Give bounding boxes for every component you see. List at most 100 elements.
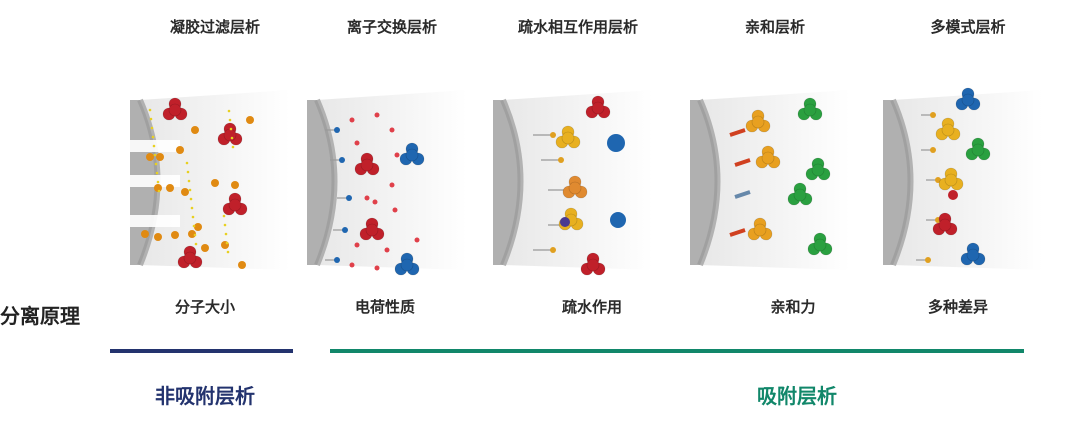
small-molecule [186,170,190,174]
small-molecule [222,214,226,218]
small-molecule [157,189,161,193]
particle [191,126,199,134]
small-molecule [194,242,198,246]
ligand-head [935,177,941,183]
ligand-head [558,157,564,163]
protein-cluster [797,97,823,121]
protein-cluster [747,217,773,241]
principle-charge: 电荷性质 [354,298,416,316]
resin-bead-surface [685,100,718,265]
small-molecule [226,250,230,254]
charged-ion [374,112,380,118]
small-molecule [223,223,227,227]
charged-ion [384,247,390,253]
column-title-multimodal: 多模式层析 [930,18,1006,36]
particle [146,153,154,161]
column-title-ion-exchange: 离子交换层析 [346,18,438,36]
small-molecule [225,241,229,245]
particle [211,179,219,187]
column-title-hydrophobic: 疏水相互作用层析 [517,18,639,36]
charged-ion [354,242,360,248]
ligand-head [930,147,936,153]
small-molecule [191,215,195,219]
small-molecule [150,126,154,130]
ligand-head [346,195,352,201]
small-molecule [228,118,232,122]
charged-ion [389,127,395,133]
hydrophobic-illustration [488,80,663,280]
ligand-arm [729,128,746,137]
protein-cluster [585,95,611,119]
charged-ion [392,207,398,213]
small-molecule [152,144,156,148]
resin-bead-surface [302,100,335,265]
protein-cluster [562,175,588,199]
multimodal-illustration [878,80,1053,280]
small-molecule [192,224,196,228]
protein-cluster [807,232,833,256]
protein-cluster [162,97,188,121]
ligand-head [925,257,931,263]
protein-cluster [938,167,964,191]
ligand-head [550,247,556,253]
protein-cluster [177,245,203,269]
small-molecule [230,136,234,140]
principle-hydrophobic: 疏水作用 [561,298,623,316]
particle [166,184,174,192]
ligand-arm [734,158,751,167]
protein-cluster [555,125,581,149]
particle [948,190,958,200]
column-title-gel-filtration: 凝胶过滤层析 [169,18,261,36]
affinity-illustration [685,80,860,280]
small-molecule [187,179,191,183]
protein-cluster [932,212,958,236]
particle [141,230,149,238]
principle-affinity: 亲和力 [770,298,816,316]
group-label-adsorption: 吸附层析 [757,384,837,408]
pacman-protein [607,134,625,152]
charged-ion [349,117,355,123]
charged-ion [389,182,395,188]
principle-multiple-differences: 多种差异 [927,298,989,316]
protein-cluster [399,142,425,166]
ligand-arm [734,190,751,199]
particle [238,261,246,269]
protein-cluster [935,117,961,141]
particle [154,233,162,241]
column-title-affinity: 亲和层析 [744,18,806,36]
ion-exchange-illustration [302,80,477,280]
small-molecule [185,161,189,165]
adsorption-divider-line [330,349,1024,353]
small-molecule [154,162,158,166]
particle [171,231,179,239]
charged-ion [374,265,380,271]
group-label-non-adsorption: 非吸附层析 [155,384,255,408]
charged-ion [372,199,378,205]
principle-molecular-size: 分子大小 [174,298,236,316]
particle [231,181,239,189]
protein-cluster [960,242,986,266]
small-molecule [155,171,159,175]
charged-ion [414,237,420,243]
protein-cluster [394,252,420,276]
ligand-head [339,157,345,163]
small-molecule [151,135,155,139]
small-molecule [231,145,235,149]
ligand-head [550,132,556,138]
particle [201,244,209,252]
small-molecule [224,232,228,236]
particle [194,223,202,231]
small-molecule [188,188,192,192]
protein-cluster [222,192,248,216]
protein-cluster [955,87,981,111]
protein-cluster [787,182,813,206]
protein-cluster [354,152,380,176]
charged-ion [349,262,355,268]
protein-cluster [217,122,243,146]
small-molecule [149,117,153,121]
small-molecule [189,197,193,201]
pore [130,215,180,227]
particle [156,153,164,161]
protein-cluster [755,145,781,169]
ligand-head [334,127,340,133]
